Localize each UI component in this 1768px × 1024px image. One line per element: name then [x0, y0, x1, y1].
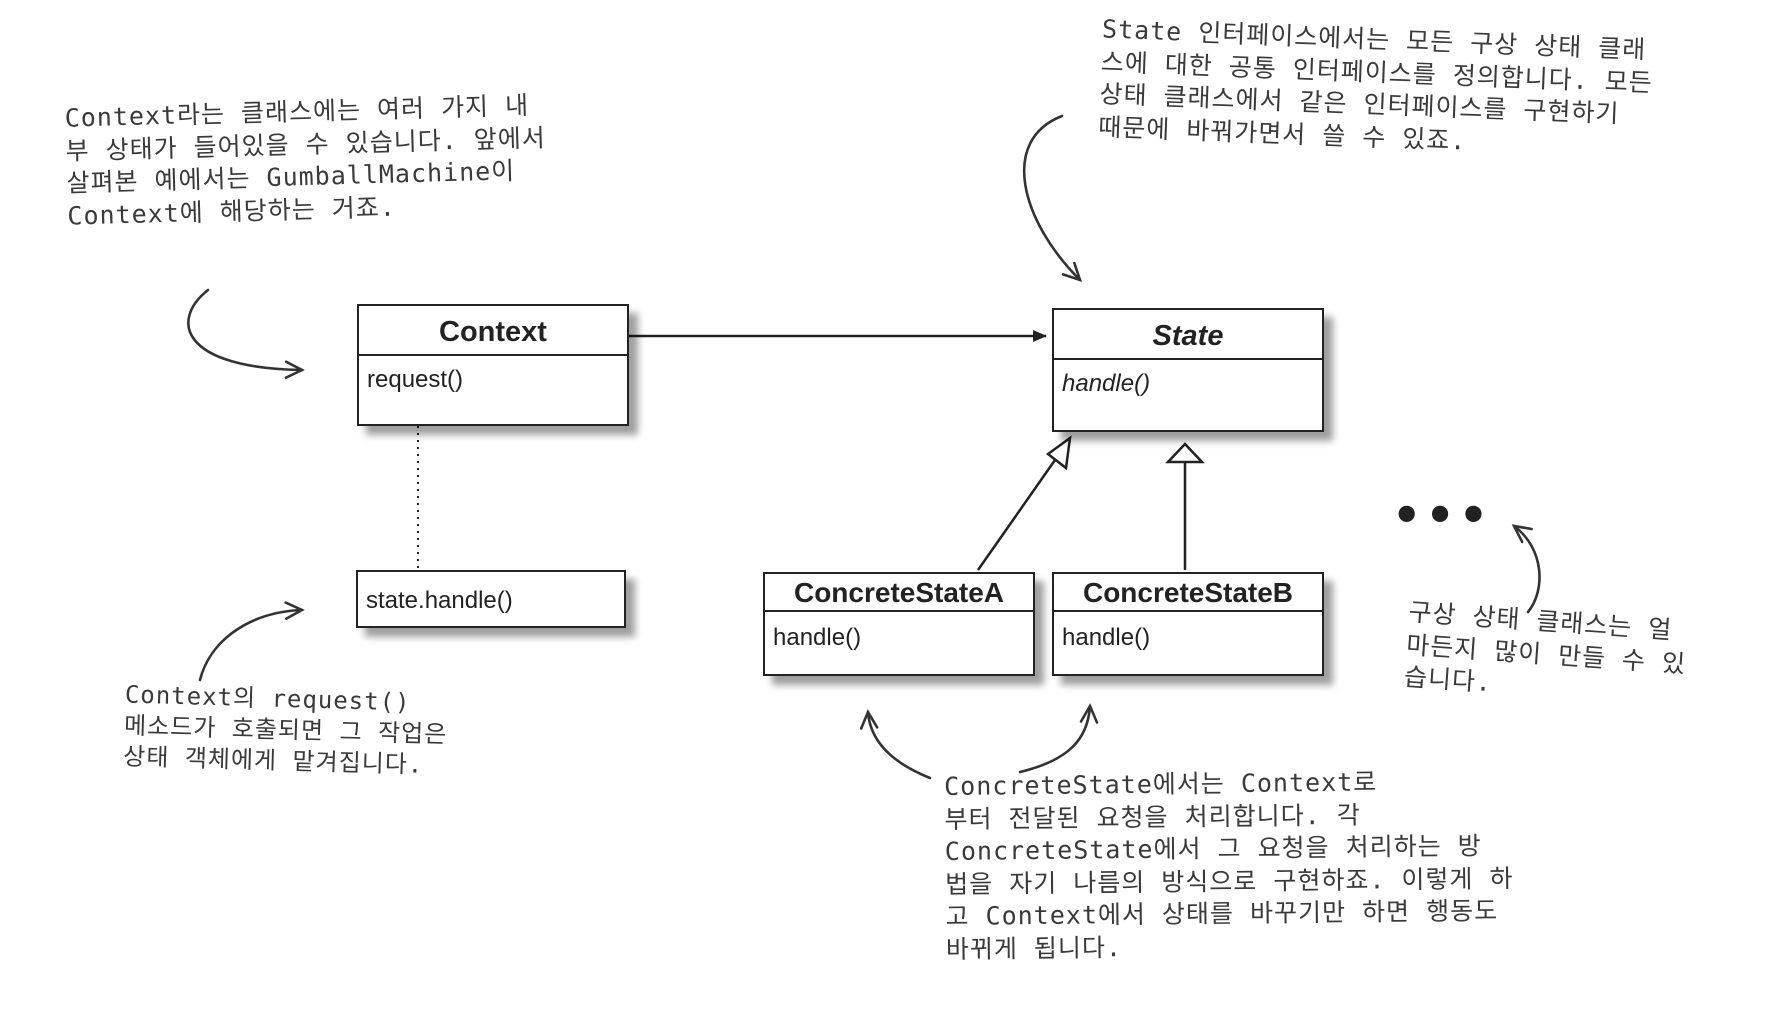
class-context-name: Context	[359, 306, 627, 356]
class-context: Context request()	[357, 304, 629, 426]
annotation-context: Context라는 클래스에는 여러 가지 내 부 상태가 들어있을 수 있습니…	[64, 89, 548, 232]
class-context-operation: request()	[367, 366, 464, 393]
class-concrete-state-a-operation: handle()	[773, 624, 862, 651]
annotation-arrow-request	[198, 601, 305, 682]
annotation-arrow-context	[187, 288, 305, 380]
generalization-triangle-b	[1165, 442, 1205, 464]
code-note-box: state.handle()	[356, 570, 626, 628]
annotation-line: ConcreteState에서 그 요청을 처리하는 방	[944, 831, 1482, 866]
annotation-concrete-state: ConcreteState에서는 Context로 부터 전달된 요청을 처리합…	[944, 765, 1514, 966]
class-state: State handle()	[1052, 308, 1324, 432]
annotation-line: 고 Context에서 상태를 바꾸기만 하면 행동도	[945, 896, 1499, 931]
class-concrete-state-b-operation: handle()	[1062, 624, 1151, 651]
generalization-triangle-a	[1045, 435, 1072, 471]
class-concrete-state-b-name: ConcreteStateB	[1054, 574, 1322, 612]
class-concrete-state-a-name: ConcreteStateA	[765, 574, 1033, 612]
more-classes-ellipsis: •••	[1392, 488, 1493, 542]
annotation-many-states: 구상 상태 클래스는 얼 마든지 많이 만들 수 있 습니다.	[1403, 596, 1689, 713]
class-state-operation: handle()	[1062, 370, 1151, 397]
annotation-request: Context의 request() 메소드가 호출되면 그 작업은 상태 객체…	[123, 680, 449, 783]
annotation-arrow-many	[1511, 524, 1541, 614]
annotation-line: 바뀌게 됩니다.	[945, 932, 1123, 964]
class-concrete-state-b: ConcreteStateB handle()	[1052, 572, 1324, 676]
class-state-name: State	[1054, 310, 1322, 360]
generalization-line-a	[976, 459, 1057, 571]
annotation-arrow-concrete-a	[859, 709, 932, 780]
class-concrete-state-a: ConcreteStateA handle()	[763, 572, 1035, 676]
annotation-arrow-state	[1022, 114, 1083, 283]
annotation-arrow-concrete-b	[1018, 703, 1099, 774]
annotation-state: State 인터페이스에서는 모든 구상 상태 클래 스에 대한 공통 인터페이…	[1098, 13, 1655, 164]
